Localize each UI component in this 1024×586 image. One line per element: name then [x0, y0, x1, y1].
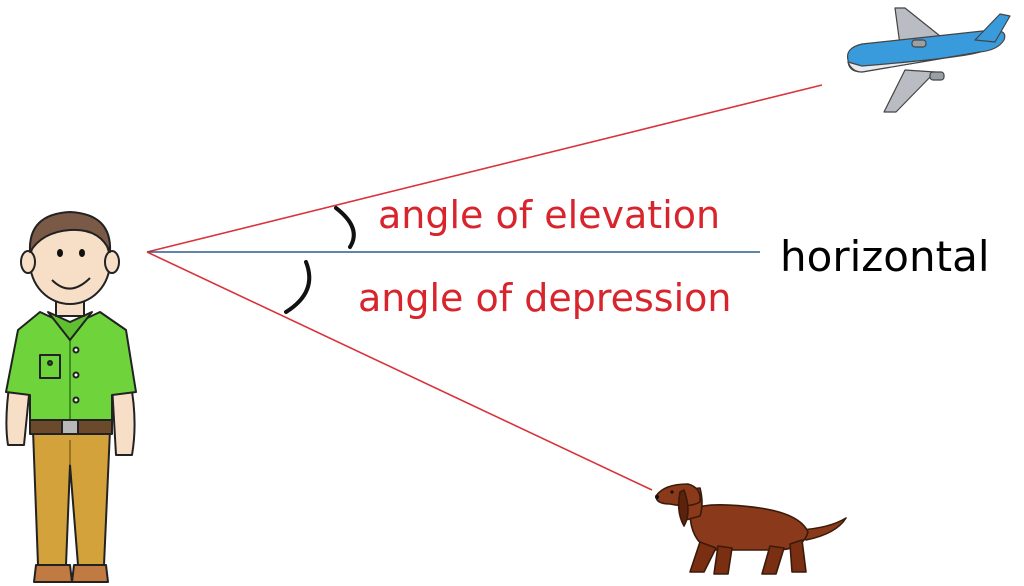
elevation-arc [334, 206, 356, 249]
elevation-label: angle of elevation [378, 193, 720, 237]
horizontal-label: horizontal [780, 232, 990, 281]
airplane-icon [846, 7, 1011, 113]
sight-lines [146, 84, 823, 491]
dog-icon [655, 483, 847, 575]
angle-arcs [284, 206, 356, 314]
elevation-line [146, 84, 823, 253]
depression-label: angle of depression [358, 276, 732, 320]
depression-arc [284, 260, 312, 314]
depression-line [146, 251, 653, 491]
man-icon [5, 211, 137, 583]
